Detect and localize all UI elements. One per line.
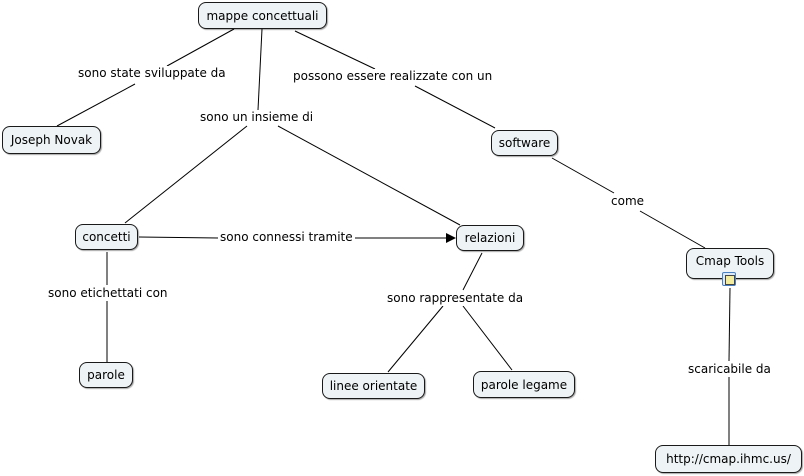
link-sono-rappresentate-da[interactable]: sono rappresentate da xyxy=(385,291,526,306)
concept-label: Joseph Novak xyxy=(10,133,93,147)
edge-sviluppate-novak xyxy=(56,83,136,127)
edge-come-cmap xyxy=(639,210,706,249)
concept-joseph-novak[interactable]: Joseph Novak xyxy=(2,126,101,154)
edge-mappe-sviluppate xyxy=(166,28,235,67)
concept-mappe-concettuali[interactable]: mappe concettuali xyxy=(198,2,327,29)
concept-label: concetti xyxy=(82,230,131,244)
concept-label: relazioni xyxy=(464,231,516,245)
edge-relazioni-rappresentate xyxy=(462,252,483,291)
edge-insieme-concetti xyxy=(124,125,248,224)
edge-realizzate-software xyxy=(414,85,496,129)
concept-label: parole legame xyxy=(480,377,568,392)
document-page-glyph xyxy=(725,275,735,285)
document-resource-icon[interactable] xyxy=(722,272,736,286)
concept-label: http://cmap.ihmc.us/ xyxy=(666,452,791,466)
link-possono-essere-realizzate[interactable]: possono essere realizzate con un xyxy=(291,69,495,84)
edge-cmap-scaricabile xyxy=(728,287,731,362)
edge-rappresentate-legame xyxy=(462,305,513,371)
edge-mappe-realizzate xyxy=(294,30,376,70)
link-sono-connessi-tramite[interactable]: sono connessi tramite xyxy=(218,230,355,245)
concept-cmap-url[interactable]: http://cmap.ihmc.us/ xyxy=(655,445,802,473)
concept-label: linee orientate xyxy=(329,379,418,393)
link-scaricabile-da[interactable]: scaricabile da xyxy=(686,362,773,377)
edge-rappresentate-linee xyxy=(387,305,444,373)
link-sono-etichettati-con[interactable]: sono etichettati con xyxy=(46,286,170,301)
concept-linee-orientate[interactable]: linee orientate xyxy=(322,373,425,399)
concept-parole[interactable]: parole xyxy=(79,362,133,388)
link-sono-un-insieme-di[interactable]: sono un insieme di xyxy=(198,110,316,125)
concept-relazioni[interactable]: relazioni xyxy=(456,225,524,251)
edge-mappe-insieme xyxy=(257,28,263,111)
link-come[interactable]: come xyxy=(609,194,647,209)
concept-parole-legame[interactable]: parole legame xyxy=(473,371,575,398)
concept-software[interactable]: software xyxy=(491,130,558,156)
concept-label: Cmap Tools xyxy=(695,254,765,268)
link-sono-state-sviluppate-da[interactable]: sono state sviluppate da xyxy=(76,66,228,81)
concept-concetti[interactable]: concetti xyxy=(75,224,138,250)
concept-label: software xyxy=(498,136,551,150)
edge-software-come xyxy=(551,157,615,194)
edge-concetti-connessi xyxy=(138,236,219,239)
concept-label: parole xyxy=(87,368,125,382)
edge-insieme-relazioni xyxy=(277,125,461,226)
concept-label: mappe concettuali xyxy=(206,8,319,23)
